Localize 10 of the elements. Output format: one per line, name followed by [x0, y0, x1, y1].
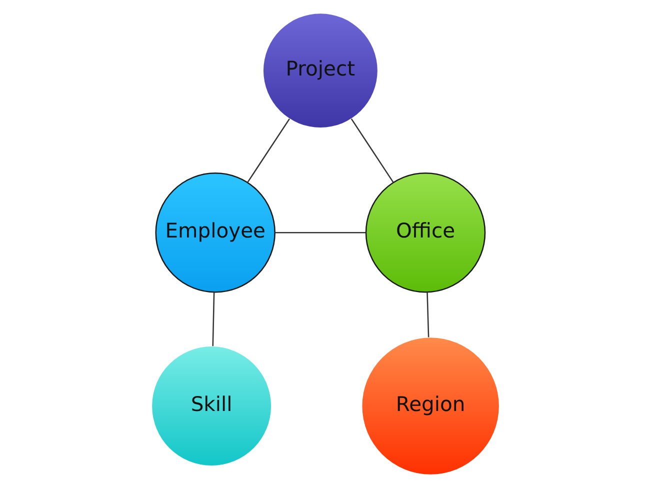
- connector: [274, 232, 365, 234]
- connector: [426, 292, 429, 338]
- connector: [246, 118, 290, 183]
- node-circle: Region: [362, 338, 498, 474]
- connector: [350, 118, 394, 183]
- node-circle: Office: [364, 172, 486, 293]
- node-circle: Skill: [152, 346, 271, 466]
- connector: [212, 292, 214, 346]
- node-circle: Employee: [154, 172, 275, 293]
- node-circle: Project: [262, 14, 377, 128]
